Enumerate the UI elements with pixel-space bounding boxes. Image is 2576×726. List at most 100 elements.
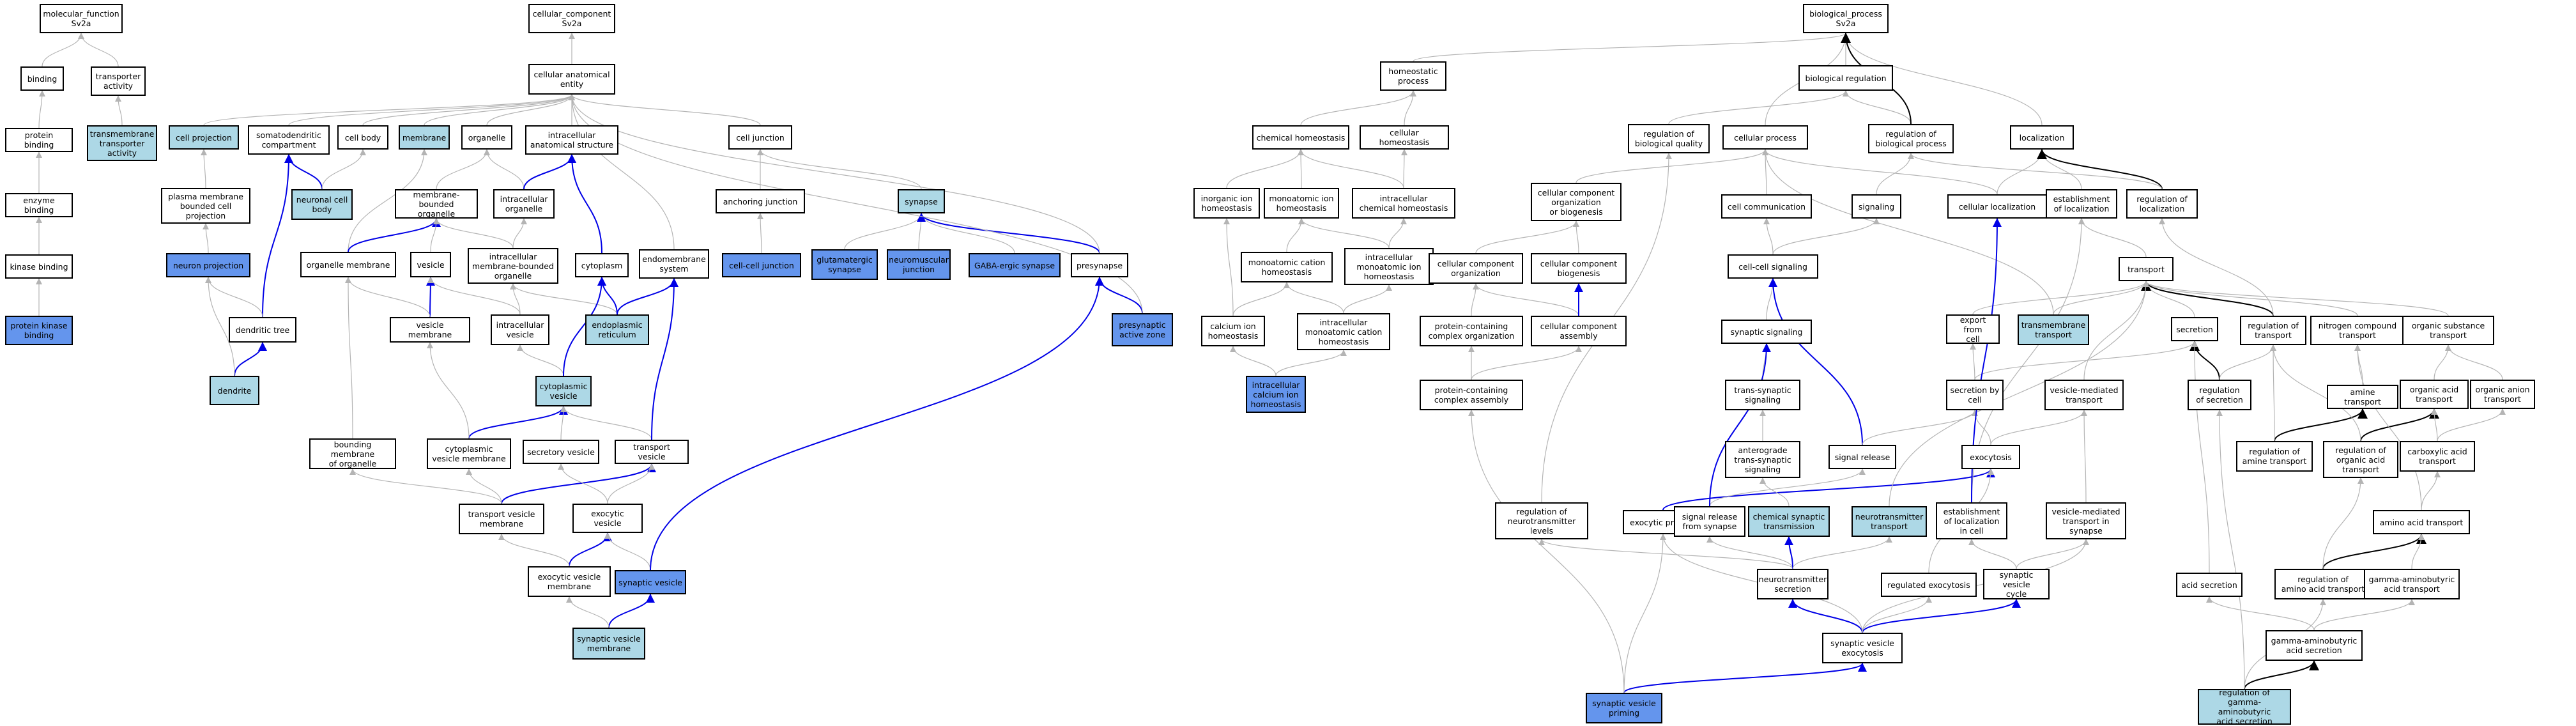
edge-presynaptic_active_zone-to-cellular_anatomical_entity [569,94,1143,314]
edge-neuronal_cell_body-to-cell_body [321,149,366,190]
node-cell-body: cell body [337,125,388,150]
node-establishment-of-localization: establishment of localization [2046,189,2117,219]
edge-amino_acid_transport-to-carboxylic_acid_transport [2421,471,2441,511]
edge-exocytosis-to-vesicle_mediated_transport [1990,410,2087,445]
node-biological-process: biological_process Sv2a [1803,4,1889,33]
node-neuromuscular-junction: neuromuscular junction [887,249,951,280]
edge-gaba_secretion-to-acid_secretion [2206,596,2315,631]
edge-transporter_activity-to-molecular_function [78,33,119,67]
edge-neuron_projection-to-plasma_membrane_bounded_cell_projection [203,223,210,254]
node-exocytic-vesicle: exocytic vesicle [572,504,643,533]
node-regulation-of-gaba-secretion: regulation of gamma-aminobutyric acid se… [2198,688,2291,726]
edge-synaptic_vesicle_cycle-to-vesicle_mediated_transport_in_synapse [2016,539,2089,569]
edge-cytoplasm-to-intracellular_anatomical_structure [567,154,602,254]
node-chemical-homeostasis: chemical homeostasis [1252,125,1349,150]
edge-regulation_of_organic_acid_transport-to-organic_acid_transport [2360,408,2439,442]
node-protein-containing-complex-organization: protein-containing complex organization [1420,316,1523,346]
node-synaptic-vesicle-priming: synaptic vesicle priming [1586,693,1662,723]
edge-neurotransmitter_secretion-to-neurotransmitter_transport [1792,536,1892,569]
edge-regulation_of_organic_acid_transport-to-regulation_of_transport [2270,344,2361,442]
edge-vesicle_membrane-to-vesicle [425,277,435,318]
edge-cellular_component_organization_or_biogenesis-to-cellular_process [1575,149,1768,183]
edge-secretion_by_cell-to-export_from_cell [1970,343,1977,380]
node-membrane: membrane [399,125,450,150]
edge-transport-to-establishment_of_localization [2078,218,2147,258]
edge-exocytosis-to-secretion_by_cell [1972,410,1991,445]
edge-secretion_by_cell-to-secretion [1974,341,2198,380]
edge-signal_release-to-secretion_by_cell [1862,410,1978,445]
node-secretory-vesicle: secretory vesicle [523,440,599,464]
edge-transport_vesicle_membrane-to-cytoplasmic_vesicle_membrane [466,468,502,504]
edge-synaptic_vesicle_membrane-to-exocytic_vesicle_membrane [566,596,610,628]
edge-intracellular_calcium_ion_homeostasis-to-intracellular_monoatomic_cation_homeostasis [1275,350,1347,376]
edge-cell_cell_signaling-to-signaling [1772,218,1880,255]
node-protein-binding: protein binding [5,128,73,152]
node-localization: localization [2010,125,2074,150]
node-cellular-component-assembly: cellular component assembly [1531,316,1627,346]
edge-nitrogen_compound_transport-to-transport [2143,281,2358,316]
edge-membrane-to-cellular_anatomical_entity [424,94,575,126]
node-vesicle-mediated-transport: vesicle-mediated transport [2044,380,2124,410]
node-exocytic-vesicle-membrane: exocytic vesicle membrane [528,566,611,597]
edge-synaptic_vesicle-to-exocytic_vesicle [604,532,651,571]
node-endoplasmic-reticulum: endoplasmic reticulum [585,314,649,345]
node-neuron-projection: neuron projection [166,253,250,277]
edge-endoplasmic_reticulum-to-intracellular_membrane_bounded_organelle [510,283,618,315]
node-secretion: secretion [2171,317,2218,341]
node-synaptic-vesicle-exocytosis: synaptic vesicle exocytosis [1822,633,1903,663]
edge-cellular_homeostasis-to-homeostatic_process [1404,90,1416,126]
node-monoatomic-ion-homeostasis: monoatomic ion homeostasis [1264,188,1339,219]
edge-regulation_of_gaba_secretion-to-gaba_secretion [2244,660,2319,690]
edge-organelle_membrane-to-membrane_bounded_organelle [348,218,441,252]
node-transport-vesicle-membrane: transport vesicle membrane [459,504,544,534]
edge-vesicle_mediated_transport-to-transport [2083,281,2149,380]
edge-synaptic_vesicle_exocytosis-to-regulated_exocytosis [1862,596,1932,633]
edge-regulation_of_gaba_secretion-to-regulation_of_secretion [2216,410,2245,690]
node-regulation-of-amino-acid-transport: regulation of amino acid transport [2274,569,2372,599]
edge-organelle_membrane-to-membrane [348,149,427,252]
node-dendritic-tree: dendritic tree [229,317,296,343]
edge-acid_secretion-to-secretion [2191,341,2210,573]
node-signal-release-from-synapse: signal release from synapse [1674,506,1745,537]
edge-dendritic_tree-to-somatodendritic_compartment [262,154,293,318]
node-vesicle: vesicle [410,252,451,277]
edge-cellular_localization-to-localization [1997,149,2045,195]
node-cellular-process: cellular process [1722,125,1808,150]
node-vesicle-mediated-transport-in-synapse: vesicle-mediated transport in synapse [2046,502,2126,539]
node-cell-junction: cell junction [728,125,792,150]
node-binding: binding [20,66,64,91]
edge-endoplasmic_reticulum-to-endomembrane_system [617,278,678,315]
node-cell-cell-junction: cell-cell junction [722,253,801,277]
edge-membrane_bounded_organelle-to-organelle [436,149,490,190]
edge-synaptic_vesicle_exocytosis-to-synaptic_vesicle_cycle [1862,599,2021,633]
node-endomembrane-system: endomembrane system [639,249,709,279]
node-exocytosis: exocytosis [1961,445,2020,469]
node-nitrogen-compound-transport: nitrogen compound transport [2310,316,2405,345]
node-monoatomic-cation-homeostasis: monoatomic cation homeostasis [1241,252,1333,282]
node-regulation-of-transport: regulation of transport [2240,316,2306,345]
edge-neuronal_cell_body-to-somatodendritic_compartment [284,154,323,190]
edge-endomembrane_system-to-cellular_anatomical_entity [569,94,675,250]
node-protein-kinase-binding: protein kinase binding [5,316,73,345]
edge-synaptic_vesicle_cycle-to-establishment_of_localization_in_cell [1968,539,2017,569]
edge-monoatomic_cation_homeostasis-to-monoatomic_ion_homeostasis [1286,218,1305,252]
edge-regulation_of_biological_process-to-biological_regulation [1843,90,1912,125]
edge-dendritic_tree-to-neuron_projection [205,277,263,318]
edge-cellular_localization-to-cellular_process [1762,149,1998,195]
node-bounding-membrane-of-organelle: bounding membrane of organelle [309,438,396,469]
node-dendrite: dendrite [210,376,259,405]
edge-gaba_secretion-to-gaba_transport [2313,599,2415,631]
node-neurotransmitter-secretion: neurotransmitter secretion [1757,569,1828,599]
edge-cellular_component_assembly-to-cellular_component_organization [1473,283,1579,316]
edge-neurotransmitter_secretion-to-chemical_synaptic_transmission [1784,536,1794,569]
node-membrane-bounded-organelle: membrane-bounded organelle [395,189,478,219]
node-export-from-cell: export from cell [1946,314,2000,344]
edge-chemical_synaptic_transmission-to-anterograde_trans_synaptic_signaling [1759,477,1790,507]
edge-regulation_of_amine_transport-to-regulation_of_transport [2270,344,2277,442]
node-signaling: signaling [1851,194,1901,219]
edge-cell_body-to-cellular_anatomical_entity [362,94,575,126]
edge-secretory_vesicle-to-cytoplasmic_vesicle [560,406,567,440]
edge-cytoplasmic_vesicle-to-cytoplasm [563,277,606,376]
edge-bounding_membrane_of_organelle-to-organelle_membrane [345,277,353,439]
